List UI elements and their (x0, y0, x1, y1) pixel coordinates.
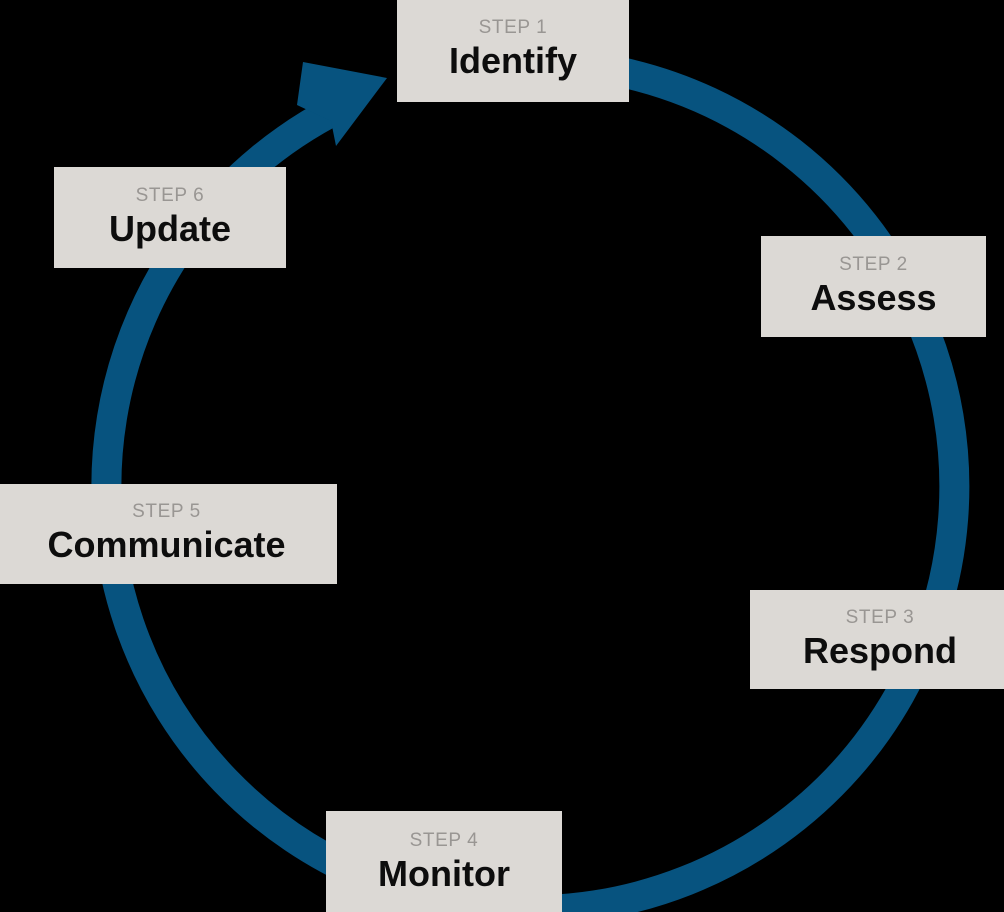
step-eyebrow-2: STEP 2 (839, 253, 908, 275)
step-title-3: Respond (802, 629, 957, 671)
step-box-identify[interactable]: STEP 1 Identify (397, 0, 629, 102)
step-box-monitor[interactable]: STEP 4 Monitor (326, 811, 562, 912)
cycle-arrowhead-icon (297, 62, 387, 146)
step-box-respond[interactable]: STEP 3 Respond (750, 590, 1004, 689)
step-eyebrow-4: STEP 4 (409, 830, 479, 852)
step-title-6: Update (108, 207, 231, 249)
step-box-communicate[interactable]: STEP 5 Communicate (0, 484, 337, 584)
step-eyebrow-5: STEP 5 (132, 501, 201, 523)
step-title-1: Identify (448, 40, 577, 82)
step-eyebrow-1: STEP 1 (478, 17, 548, 39)
step-title-2: Assess (810, 276, 937, 318)
step-eyebrow-6: STEP 6 (135, 184, 205, 206)
step-title-5: Communicate (47, 524, 286, 566)
step-eyebrow-3: STEP 3 (845, 606, 915, 628)
step-box-update[interactable]: STEP 6 Update (54, 167, 286, 268)
step-title-4: Monitor (378, 853, 510, 895)
step-box-assess[interactable]: STEP 2 Assess (761, 236, 986, 337)
